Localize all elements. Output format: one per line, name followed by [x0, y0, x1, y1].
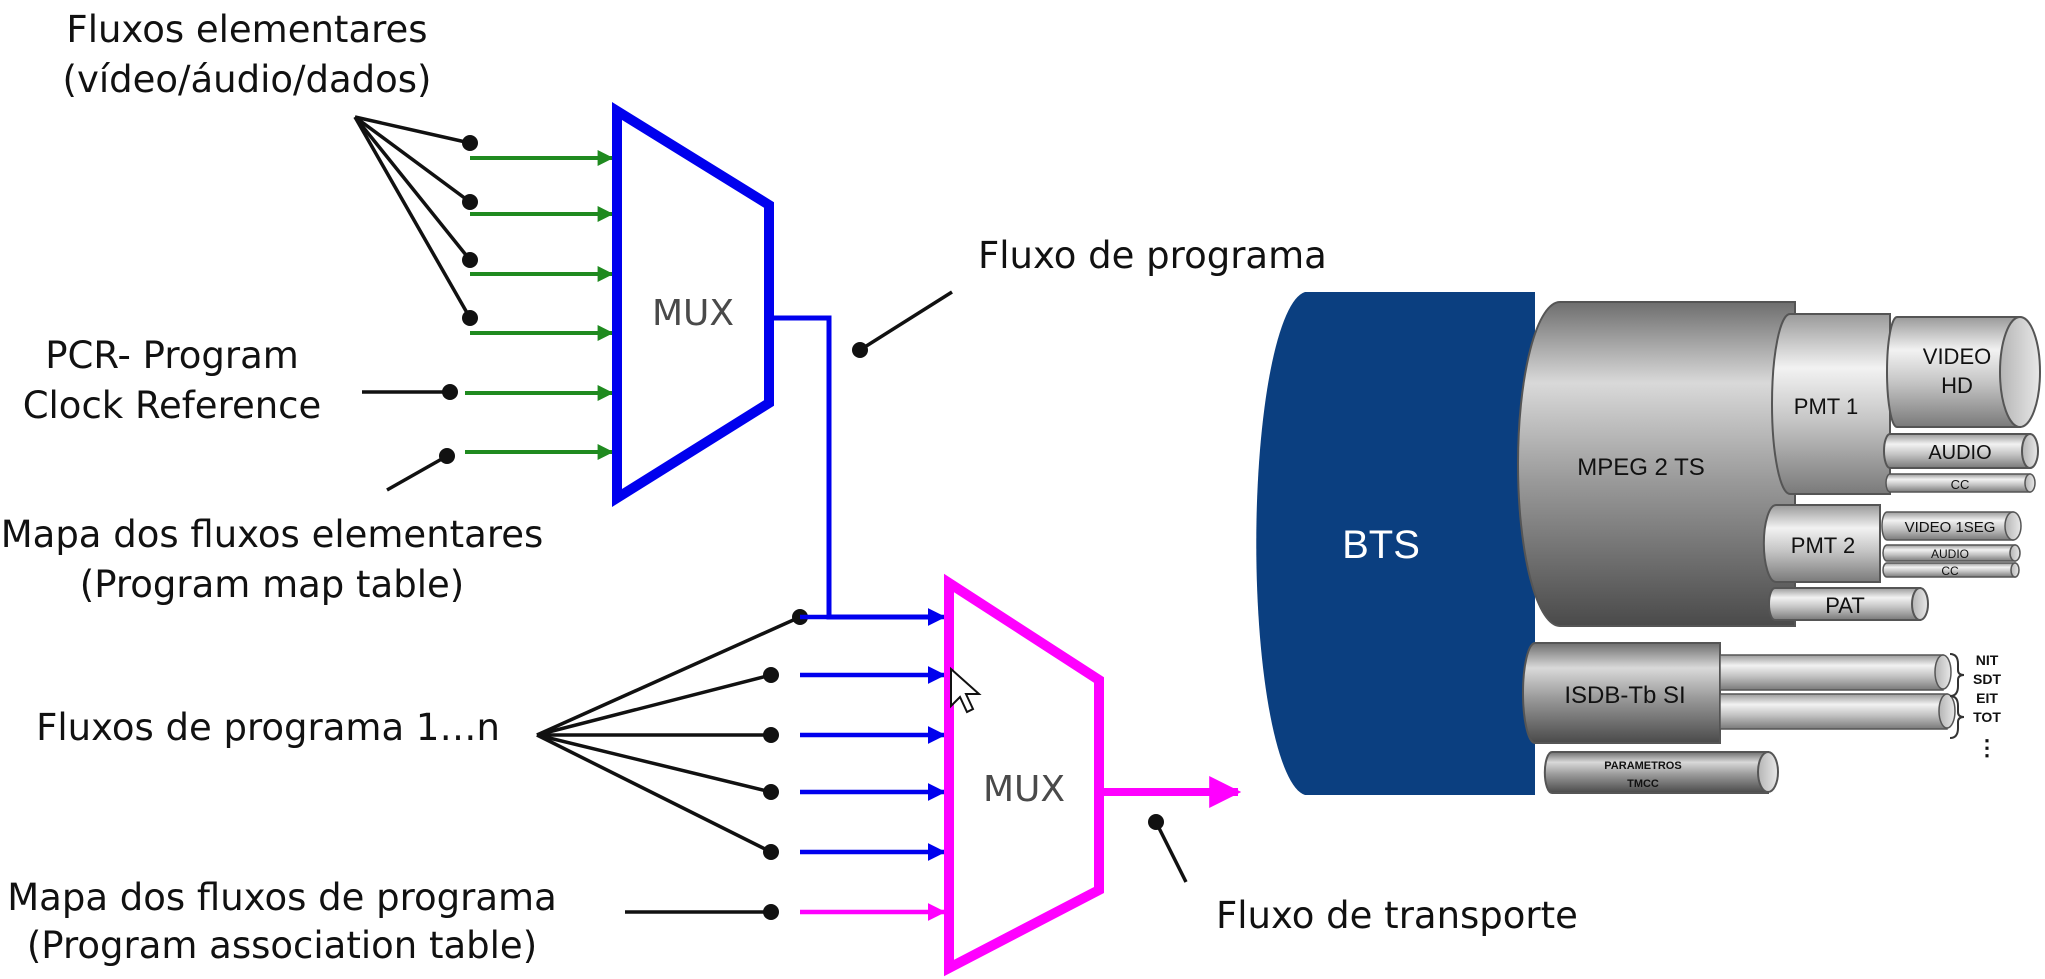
cc-small-label: CC	[1941, 564, 1959, 578]
tot-label: TOT	[1973, 709, 2001, 725]
pat-label: PAT	[1825, 593, 1865, 618]
video-1seg-label: VIDEO 1SEG	[1905, 519, 1996, 536]
elementary-fan-lines	[353, 115, 472, 492]
cc-small-cylinder: CC	[1882, 562, 2020, 578]
transport-mux-label: MUX	[983, 769, 1065, 810]
nit-label: NIT	[1976, 652, 1999, 668]
tmcc-cylinder: PARAMETROS TMCC	[1543, 751, 1779, 794]
video-1seg-cylinder: VIDEO 1SEG	[1881, 511, 2022, 541]
tmcc-label: TMCC	[1627, 778, 1659, 790]
elementary-switch-dots	[439, 135, 478, 464]
si-brackets	[1949, 653, 1965, 739]
video-hd-cylinder: VIDEO HD	[1886, 316, 2041, 428]
transport-stream-pointer	[1154, 821, 1188, 883]
transport-stream-pointer-dot	[1148, 814, 1164, 830]
program-input-arrows	[800, 608, 946, 861]
program-stream-output: Fluxo de programa	[773, 234, 1327, 620]
video-hd-label-line1: VIDEO	[1923, 344, 1991, 369]
pmt2-cylinder: PMT 2	[1762, 504, 1881, 583]
si-tables-bundle	[1719, 654, 1956, 730]
cc-label: CC	[1951, 477, 1970, 492]
bts-cylinder: BTS	[1256, 292, 1535, 795]
mpeg2ts-label: MPEG 2 TS	[1577, 454, 1705, 481]
transport-mux-trapezoid	[944, 573, 1104, 977]
program-mux-trapezoid	[612, 102, 774, 508]
more-tables-ellipsis: ⋮	[1976, 735, 1998, 760]
eit-label: EIT	[1976, 690, 1998, 706]
parametros-label: PARAMETROS	[1604, 760, 1681, 772]
transport-stream-label: Fluxo de transporte	[1216, 894, 1578, 937]
video-hd-label-line2: HD	[1941, 373, 1973, 398]
audio-small-cylinder: AUDIO	[1882, 544, 2021, 562]
mpeg2ts-cylinder: MPEG 2 TS	[1517, 301, 1796, 627]
program-stream-connector	[773, 315, 930, 620]
mouse-cursor-icon	[950, 666, 982, 714]
elementary-streams-section: Fluxos elementares (vídeo/áudio/dados)	[1, 8, 614, 606]
elementary-input-arrows	[465, 150, 614, 460]
program-stream-pointer	[859, 290, 953, 352]
transport-stream-output: Fluxo de transporte	[1103, 776, 1578, 937]
pmt2-label: PMT 2	[1791, 533, 1855, 558]
pmt-map-label-line2: (Program map table)	[80, 563, 464, 606]
pat-cylinder: PAT	[1768, 587, 1929, 621]
program-fan-lines	[536, 615, 801, 914]
elementary-streams-label-line2: (vídeo/áudio/dados)	[63, 58, 432, 101]
program-streams-label: Fluxos de programa 1…n	[36, 706, 500, 749]
isdb-si-label: ISDB-Tb SI	[1564, 682, 1685, 709]
program-stream-pointer-dot	[852, 342, 868, 358]
pat-map-label-line2: (Program association table)	[27, 924, 537, 967]
cc-cylinder: CC	[1885, 473, 2036, 493]
isdb-si-cylinder: ISDB-Tb SI	[1522, 642, 1721, 744]
audio-small-label: AUDIO	[1931, 547, 1969, 561]
program-switch-dots	[763, 609, 808, 920]
program-stream-label: Fluxo de programa	[978, 234, 1327, 277]
pcr-label-line1: PCR- Program	[45, 334, 299, 377]
pat-map-label-line1: Mapa dos fluxos de programa	[7, 876, 557, 919]
pcr-label-line2: Clock Reference	[23, 384, 322, 427]
transport-mux: MUX	[944, 573, 1104, 977]
pmt1-label: PMT 1	[1794, 394, 1858, 419]
bts-cable-illustration: BTS MPEG 2 TS PMT 1 VIDEO HD AUDIO	[1256, 292, 2041, 795]
audio-cylinder: AUDIO	[1883, 433, 2039, 469]
audio-label: AUDIO	[1928, 442, 1991, 464]
program-streams-section: Fluxos de programa 1…n Mapa dos fluxos d…	[7, 608, 946, 967]
sdt-label: SDT	[1973, 671, 2001, 687]
program-mux-label: MUX	[652, 293, 734, 334]
bts-label: BTS	[1342, 523, 1420, 567]
pmt-map-label-line1: Mapa dos fluxos elementares	[1, 513, 544, 556]
program-mux: MUX	[612, 102, 774, 508]
elementary-streams-label-line1: Fluxos elementares	[66, 8, 427, 51]
pmt1-cylinder: PMT 1	[1771, 313, 1891, 495]
